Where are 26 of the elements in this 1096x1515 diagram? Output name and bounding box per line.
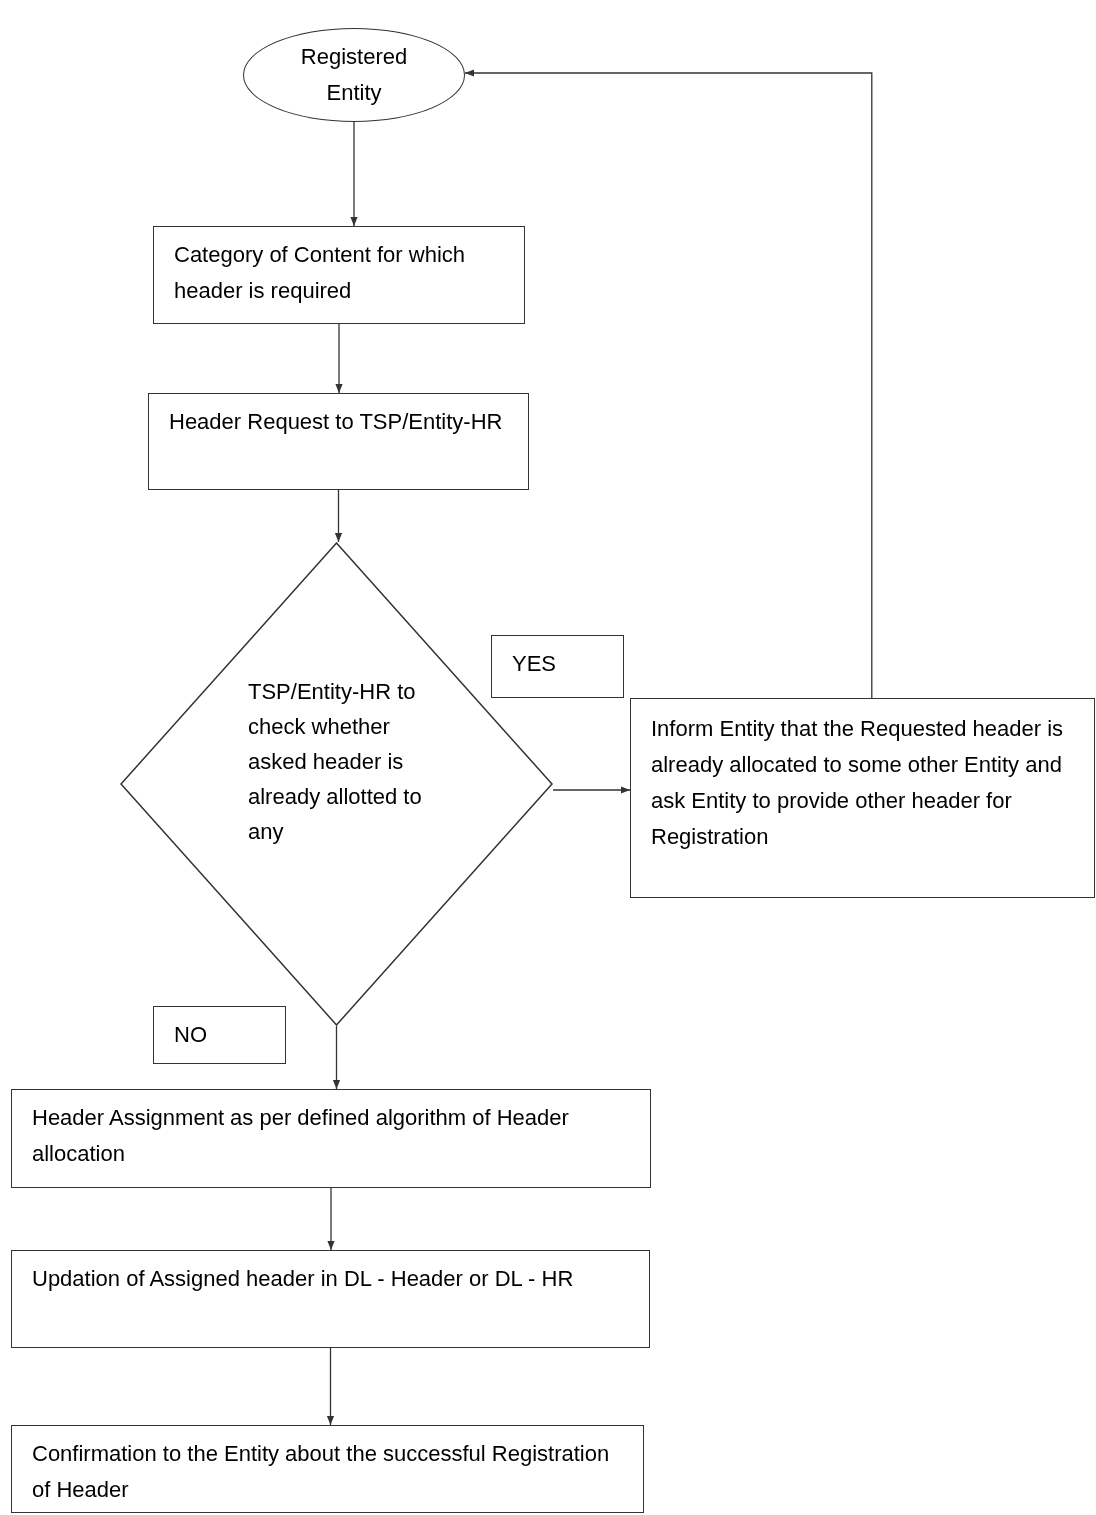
arrow <box>350 121 358 227</box>
arrow <box>326 1347 335 1426</box>
arrow <box>552 786 631 794</box>
process-box <box>11 1250 650 1348</box>
process-box <box>148 393 529 490</box>
arrow <box>335 323 343 394</box>
node-text: Header Request to TSP/Entity-HR <box>169 408 504 436</box>
process-box <box>153 226 525 324</box>
node-text: Category of Content for which header is required <box>174 241 467 305</box>
node-text: Updation of Assigned header in DL - Header or DL - HR <box>32 1265 575 1293</box>
process-box <box>630 698 1095 898</box>
arrow <box>327 1187 335 1251</box>
process-box <box>11 1425 644 1513</box>
process-box <box>11 1089 651 1188</box>
yes-box <box>491 635 624 698</box>
node-text: Confirmation to the Entity about the successful Registration of Header <box>32 1440 611 1504</box>
node-text: Inform Entity that the Requested header is already allocated to some other Entity and ask Entity to provide other header for Registration <box>651 715 1065 851</box>
node-text: Registered Entity <box>299 43 409 107</box>
arrow <box>464 69 873 699</box>
arrow <box>332 1025 341 1090</box>
arrow <box>334 489 343 543</box>
node-text: Header Assignment as per defined algorithm of Header allocation <box>32 1104 570 1168</box>
node-text: YES <box>512 650 558 678</box>
no-box <box>153 1006 286 1064</box>
node-text: NO <box>174 1021 208 1049</box>
node-text: TSP/Entity-HR to check whether asked header is already allotted to any <box>248 678 423 846</box>
